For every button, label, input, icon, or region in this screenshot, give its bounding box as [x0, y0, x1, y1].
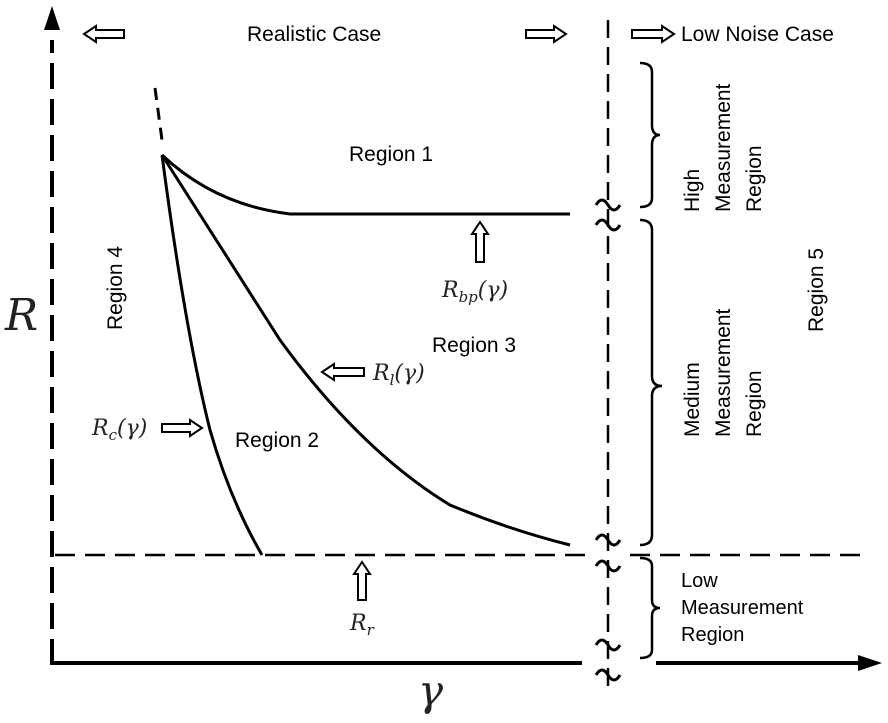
low-line-3: Region — [681, 624, 744, 646]
right-arrow-rc — [161, 418, 204, 438]
break-mark-6 — [594, 668, 622, 682]
upper-dashed-tail — [153, 87, 164, 141]
brace-medium — [639, 218, 663, 547]
rl-curve — [160, 154, 571, 547]
rbp-label: Rbp(γ) — [441, 278, 508, 306]
rc-label: Rc(γ) — [91, 416, 147, 444]
low-measurement-label: Low Measurement Region — [681, 570, 804, 646]
region-1-label: Region 1 — [349, 143, 433, 166]
right-arrow-lownoise — [631, 24, 676, 44]
rr-label-main: R — [349, 611, 367, 636]
region-2-label: Region 2 — [235, 429, 319, 452]
medium-line-1: Medium — [681, 362, 704, 437]
hollow-arrows — [82, 24, 676, 601]
region-4-label: Region 4 — [104, 246, 127, 330]
x-axis-label: γ — [418, 666, 444, 715]
high-line-2: Measurement — [712, 83, 735, 212]
brace-low — [639, 556, 661, 660]
left-arrow-realistic — [82, 24, 125, 44]
break-mark-2 — [594, 218, 622, 232]
break-marks — [594, 198, 622, 682]
region-5-label: Region 5 — [805, 248, 828, 332]
rr-label: Rr — [349, 611, 375, 639]
high-line-1: High — [681, 169, 704, 212]
medium-measurement-label: Medium Measurement Region — [681, 308, 766, 437]
low-noise-case-label: Low Noise Case — [681, 23, 834, 46]
rbp-curve — [160, 153, 570, 216]
low-line-2: Measurement — [681, 597, 804, 619]
up-arrow-rr — [352, 560, 372, 601]
y-axis-arrowhead — [44, 6, 60, 30]
rl-label-arg: (γ) — [394, 361, 424, 386]
low-line-1: Low — [681, 570, 718, 592]
right-arrow-realistic — [525, 24, 568, 44]
realistic-case-label: Realistic Case — [247, 23, 381, 46]
rbp-label-sub: bp — [459, 288, 479, 306]
rr-label-sub: r — [367, 621, 375, 639]
left-arrow-rl — [320, 362, 365, 382]
rl-label-sub: l — [390, 371, 395, 389]
break-mark-3 — [594, 533, 622, 547]
rc-curve — [160, 154, 264, 556]
rl-label: Rl(γ) — [372, 361, 425, 389]
brace-high — [639, 61, 661, 209]
rl-label-main: R — [372, 361, 390, 386]
high-line-3: Region — [743, 145, 766, 212]
medium-line-3: Region — [743, 370, 766, 437]
rc-label-sub: c — [109, 426, 118, 444]
rc-label-main: R — [91, 416, 109, 441]
x-axis-arrowhead — [858, 655, 882, 671]
break-mark-1 — [594, 198, 622, 212]
up-arrow-rbp — [470, 220, 490, 263]
high-measurement-label: High Measurement Region — [681, 83, 766, 212]
rc-label-arg: (γ) — [117, 416, 147, 441]
rbp-label-main: R — [441, 278, 459, 303]
break-mark-4 — [594, 559, 622, 573]
break-mark-5 — [594, 638, 622, 652]
region-3-label: Region 3 — [432, 334, 516, 357]
medium-line-2: Measurement — [712, 308, 735, 437]
rbp-label-arg: (γ) — [478, 278, 508, 303]
y-axis-label: R — [4, 290, 38, 341]
braces — [639, 61, 663, 660]
